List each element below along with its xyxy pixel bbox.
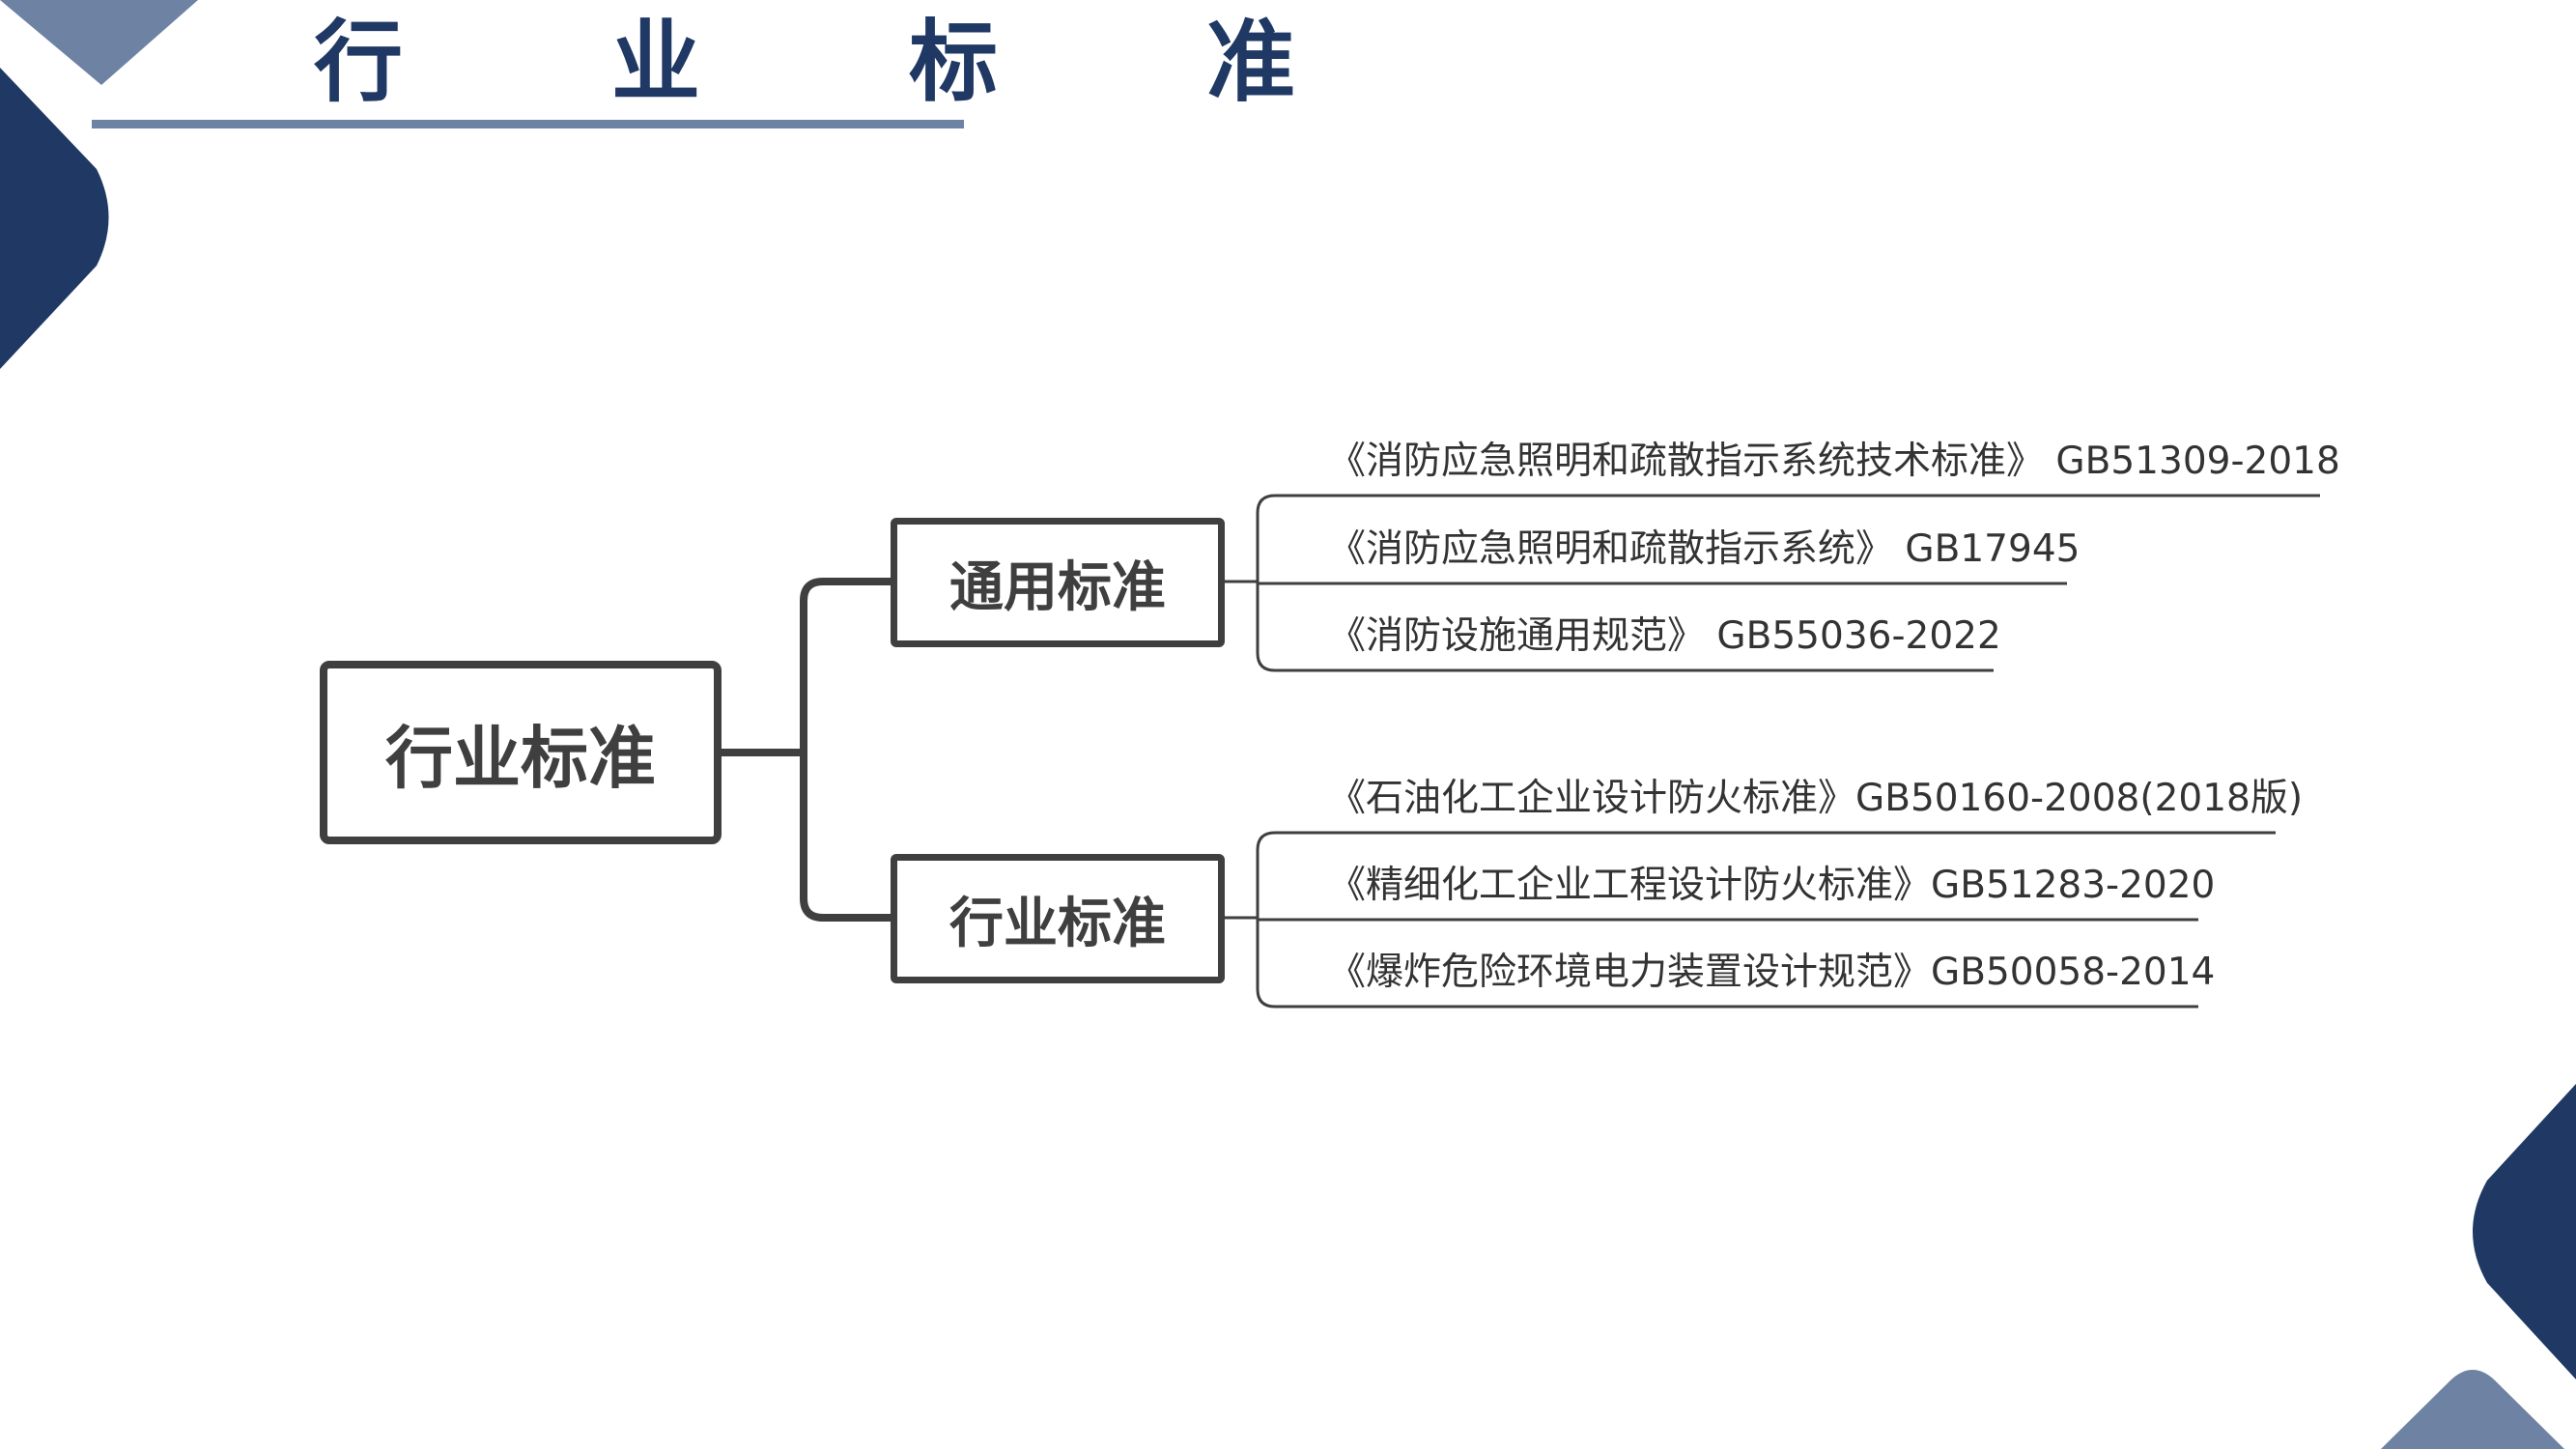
leaf-item: 《爆炸危险环境电力装置设计规范》GB50058-2014 [1328, 951, 2216, 994]
right-edge-chevron [2473, 1084, 2576, 1379]
leaf-item: 《精细化工企业工程设计防火标准》GB51283-2020 [1328, 864, 2216, 907]
leaf-item: 《消防应急照明和疏散指示系统》 GB17945 [1328, 527, 2081, 571]
branch-node-general: 通用标准 [891, 518, 1225, 647]
bottom-right-triangle [2381, 1370, 2564, 1449]
top-left-triangle [0, 0, 198, 85]
leaf-item: 《石油化工企业设计防火标准》GB50160-2008(2018版) [1328, 777, 2304, 820]
branch-node-industry: 行业标准 [891, 854, 1225, 983]
branch-bracket [800, 578, 894, 922]
left-edge-chevron [0, 68, 109, 369]
root-node: 行业标准 [320, 661, 722, 844]
leaf-item: 《消防设施通用规范》 GB55036-2022 [1328, 614, 2001, 658]
leaf-item: 《消防应急照明和疏散指示系统技术标准》 GB51309-2018 [1328, 440, 2340, 483]
title-underline [92, 120, 964, 128]
page-title: 行 业 标 准 [314, 11, 1385, 114]
